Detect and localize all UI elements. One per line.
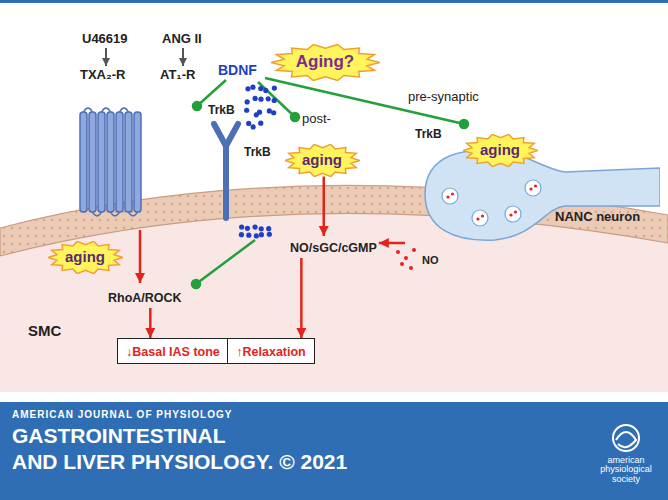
trkb-receptor bbox=[214, 124, 238, 218]
journal-banner bbox=[0, 402, 668, 500]
journal-text: AND LIVER PHYSIOLOGY. © 2021 bbox=[12, 450, 347, 474]
annotation-label: U46619 bbox=[82, 32, 128, 47]
agonist-arrow bbox=[105, 48, 107, 66]
receptor-label: TrkB bbox=[415, 128, 442, 142]
signal-arrow bbox=[139, 230, 142, 283]
annotation-label: TrkB bbox=[208, 104, 235, 118]
society-logo bbox=[613, 425, 639, 451]
agonist-arrow bbox=[182, 48, 184, 66]
annotation-label: TXA₂-R bbox=[80, 68, 126, 83]
aging-label: Aging? bbox=[296, 52, 355, 72]
signal-arrow bbox=[149, 308, 152, 338]
aging-label: aging bbox=[480, 141, 520, 158]
nanc-neuron: TrkB NANC neuron aging bbox=[405, 124, 660, 250]
annotation-label: TrkB bbox=[244, 146, 271, 160]
signal-arrow bbox=[323, 177, 326, 237]
annotation-label: SMC bbox=[28, 322, 61, 339]
smc-cytoplasm bbox=[0, 213, 668, 392]
journal-text: GASTROINTESTINAL bbox=[12, 424, 226, 448]
neuron-label: NANC neuron bbox=[555, 210, 640, 225]
aging-label: aging bbox=[302, 151, 342, 168]
aging-starburst: aging bbox=[285, 144, 360, 177]
outcome-label: ↑Relaxation bbox=[236, 345, 305, 359]
annotation-label: NO bbox=[422, 254, 439, 267]
journal-text: AMERICAN JOURNAL OF PHYSIOLOGY bbox=[12, 409, 232, 421]
signal-arrow bbox=[379, 242, 405, 245]
gpcr-receptor bbox=[80, 108, 141, 216]
signal-arrow bbox=[300, 258, 303, 338]
aging-starburst: aging bbox=[463, 134, 538, 167]
pathway-label: RhoA/ROCK bbox=[108, 291, 182, 305]
aging-starburst: Aging? bbox=[271, 44, 380, 81]
annotation-label: post- bbox=[302, 112, 331, 127]
bdnf-molecules bbox=[239, 85, 277, 239]
no-molecules bbox=[396, 248, 416, 270]
outcome-label: ↓Basal IAS tone bbox=[126, 345, 220, 359]
aging-starburst: aging bbox=[48, 241, 123, 274]
annotation-label: pre-synaptic bbox=[408, 90, 479, 105]
outcome-box: ↑Relaxation bbox=[227, 338, 314, 364]
annotation-label: AT₁-R bbox=[160, 68, 195, 83]
top-rule bbox=[0, 0, 668, 3]
pathway-node: NO/sGC/cGMP bbox=[288, 236, 379, 258]
pathway-node: RhoA/ROCK bbox=[106, 286, 184, 308]
annotation-label: BDNF bbox=[218, 62, 257, 78]
outcome-box: ↓Basal IAS tone bbox=[117, 338, 229, 364]
annotation-label: ANG II bbox=[162, 32, 202, 47]
aging-label: aging bbox=[65, 248, 105, 265]
journal-text: american physiological society bbox=[596, 456, 656, 484]
pathway-label: NO/sGC/cGMP bbox=[290, 241, 377, 255]
